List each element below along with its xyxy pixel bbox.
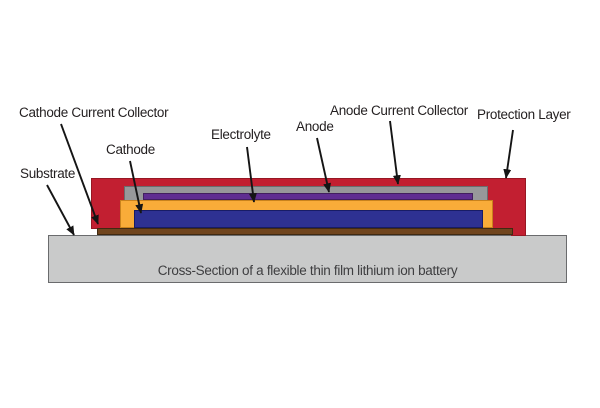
- label-substrate: Substrate: [20, 166, 76, 181]
- arrow-protection-layer: [503, 129, 514, 179]
- label-electrolyte: Electrolyte: [211, 127, 271, 142]
- anode-shape: [143, 193, 473, 200]
- label-anode: Anode: [296, 119, 334, 134]
- label-cathode: Cathode: [106, 142, 155, 157]
- arrow-anode-current-collector: [389, 120, 401, 185]
- label-anode-current-collector: Anode Current Collector: [330, 103, 468, 118]
- label-cathode-current-collector: Cathode Current Collector: [19, 105, 169, 120]
- substrate-shape: Cross-Section of a flexible thin film li…: [48, 235, 567, 283]
- cathode-current-collector-shape: [97, 228, 513, 235]
- label-protection-layer: Protection Layer: [477, 107, 571, 122]
- arrow-substrate: [46, 184, 75, 236]
- cathode-shape: [134, 210, 483, 228]
- protection-layer-right-foot-shape: [511, 228, 526, 236]
- diagram-caption: Cross-Section of a flexible thin film li…: [157, 263, 458, 278]
